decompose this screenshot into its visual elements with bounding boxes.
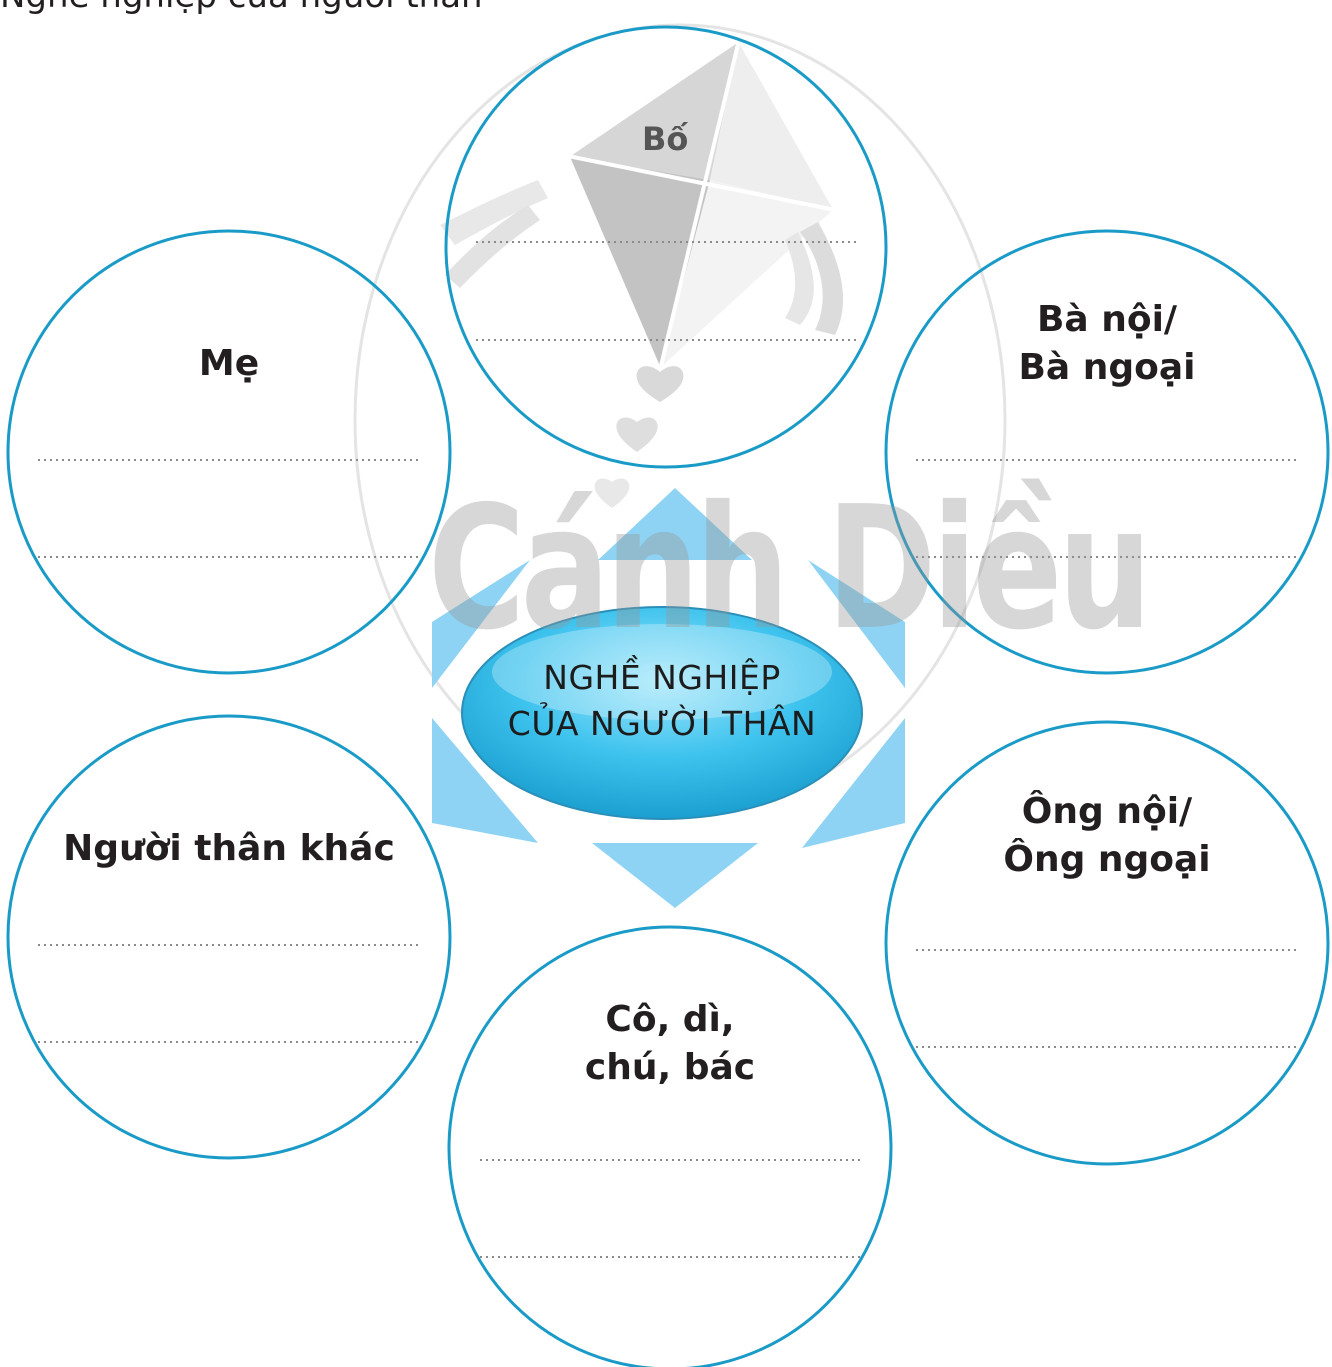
center-title-line2: CỦA NGƯỜI THÂN: [507, 704, 817, 743]
watermark: Cánh Diều: [428, 470, 1152, 668]
label-co: Cô, dì, chú, bác: [520, 996, 820, 1092]
center-ellipse: [461, 606, 863, 820]
circle-ong: [884, 720, 1330, 1166]
circle-co: [447, 925, 893, 1367]
center-title: NGHỀ NGHIỆP CỦA NGƯỜI THÂN: [462, 655, 862, 747]
circle-bo: [444, 25, 888, 469]
label-bo: Bố: [642, 120, 689, 158]
header-fragment: Nghề nghiệp của người thân: [0, 0, 483, 16]
label-ba-line1: Bà nội/: [1036, 299, 1178, 340]
label-co-line2: chú, bác: [584, 1047, 756, 1088]
circle-me: [6, 229, 452, 675]
kite-illustration: [440, 37, 844, 508]
center-title-line1: NGHỀ NGHIỆP: [543, 658, 781, 697]
circle-khac: [6, 714, 452, 1160]
label-ba: Bà nội/ Bà ngoại: [957, 296, 1257, 392]
label-ong-line2: Ông ngoại: [1003, 839, 1211, 880]
label-co-line1: Cô, dì,: [605, 999, 735, 1040]
arrow-upper-right: [808, 560, 905, 688]
label-khac: Người thân khác: [63, 828, 395, 869]
arrow-lower-left: [432, 718, 538, 843]
arrow-down: [592, 843, 758, 908]
arrow-up: [598, 488, 752, 560]
circle-ba: [884, 229, 1330, 675]
label-me: Mẹ: [198, 343, 260, 384]
label-ba-line2: Bà ngoại: [1018, 347, 1196, 388]
arrows: [432, 488, 905, 908]
label-ong-line1: Ông nội/: [1021, 791, 1193, 832]
label-ong: Ông nội/ Ông ngoại: [957, 788, 1257, 884]
arrow-upper-left: [432, 560, 530, 688]
arrow-lower-right: [802, 718, 905, 848]
